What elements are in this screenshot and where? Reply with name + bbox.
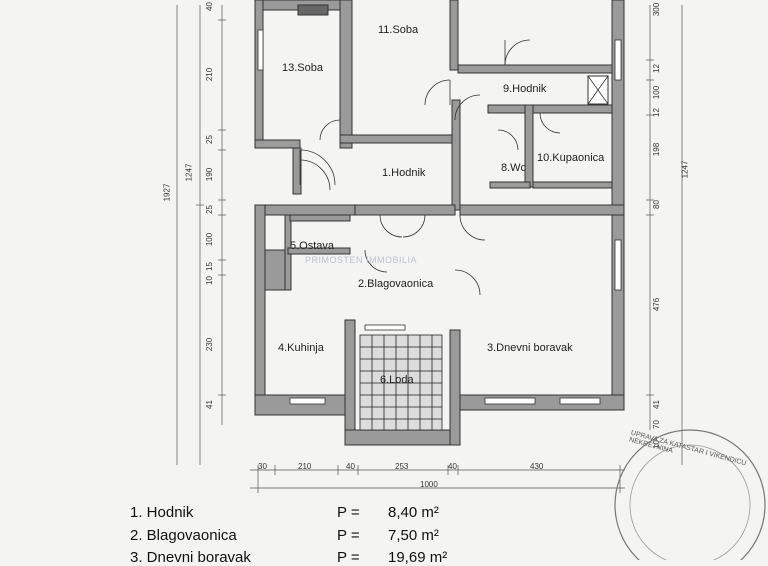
legend-value-3: 19,69 m² (388, 549, 448, 566)
room-label-10: 10.Kupaonica (537, 152, 605, 164)
dim-right: 100 (652, 85, 662, 100)
dim-left: 15 (204, 262, 214, 271)
legend-p-2: P = (337, 527, 360, 544)
dim-bottom: 40 (346, 462, 355, 471)
dim-left: 100 (205, 232, 215, 247)
dim-left: 25 (204, 135, 214, 144)
stamp (614, 429, 766, 560)
bottom-dimension-lines (250, 465, 625, 493)
room-label-2: 2.Blagovaonica (358, 278, 434, 290)
dim-bottom: 253 (395, 462, 409, 471)
dim-right: 70 (651, 420, 661, 429)
dim-bottom-total: 1000 (420, 480, 438, 489)
room-label-3: 3.Dnevni boravak (487, 342, 573, 354)
dim-left: 25 (204, 205, 214, 214)
dim-left: 40 (204, 2, 214, 11)
legend-name-3: 3. Dnevni boravak (130, 549, 251, 566)
dim-left: 41 (204, 400, 214, 409)
dim-right: 12 (651, 108, 661, 117)
dim-left: 10 (204, 276, 214, 285)
room-label-1: 1.Hodnik (382, 167, 426, 179)
dim-bottom: 30 (258, 462, 267, 471)
dim-right: 300 (652, 2, 662, 17)
dim-left: 190 (205, 167, 215, 182)
dim-left-overall: 1927 (162, 183, 172, 202)
dim-right: 12 (651, 64, 661, 73)
room-label-8: 8.Wc (501, 162, 527, 174)
dim-right-total: 1247 (680, 160, 690, 179)
right-dimension-lines (646, 5, 683, 465)
dim-right: 198 (652, 142, 662, 157)
dim-left: 230 (205, 337, 215, 352)
dim-bottom: 430 (530, 462, 544, 471)
legend-p-3: P = (337, 549, 360, 566)
room-label-5: 5.Ostava (290, 240, 335, 252)
dim-bottom: 40 (448, 462, 457, 471)
room-label-13: 13.Soba (282, 62, 323, 74)
doors (299, 39, 561, 296)
room-label-9: 9.Hodnik (503, 83, 547, 95)
legend-name-1: 1. Hodnik (130, 504, 194, 521)
loda-grid (359, 334, 443, 431)
legend-value-2: 7,50 m² (388, 527, 439, 544)
legend-value-1: 8,40 m² (388, 504, 439, 521)
dim-right: 476 (652, 297, 662, 312)
room-label-11: 11.Soba (378, 24, 419, 36)
dim-right: 80 (651, 200, 661, 209)
dim-left: 210 (205, 67, 215, 82)
legend-name-2: 2. Blagovaonica (130, 527, 237, 544)
room-label-4: 4.Kuhinja (278, 342, 324, 354)
windows (257, 29, 622, 405)
dim-right: 41 (651, 400, 661, 409)
dim-left-total: 1247 (184, 163, 194, 182)
left-dimension-lines (176, 5, 226, 465)
dim-bottom: 210 (298, 462, 312, 471)
room-label-6: 6.Loda (380, 374, 414, 386)
watermark: PRIMOSTEN IMMOBILIA (305, 255, 418, 265)
legend-p-1: P = (337, 504, 360, 521)
